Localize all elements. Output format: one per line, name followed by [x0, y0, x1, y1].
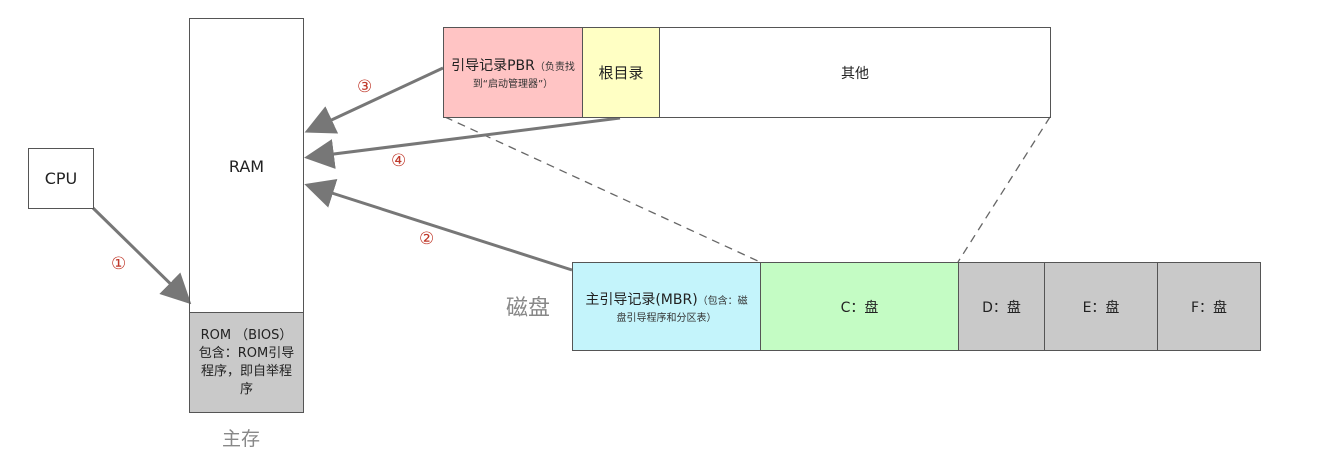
step-1-label: ① [111, 254, 127, 274]
step-4-label: ④ [391, 151, 407, 171]
ram-label: RAM [228, 157, 265, 176]
e-drive-block: E：盘 [1044, 262, 1158, 351]
d-drive-block: D：盘 [958, 262, 1045, 351]
c-drive-label: C：盘 [840, 299, 879, 316]
arrow-3 [304, 66, 444, 134]
pbr-note: （负责找到“启动管理器”） [472, 61, 575, 90]
f-drive-block: F：盘 [1157, 262, 1261, 351]
pbr-block: 引导记录PBR（负责找到“启动管理器”） [443, 27, 583, 118]
arrow-4 [304, 116, 621, 169]
cpu-label: CPU [44, 169, 78, 188]
c-drive-block: C：盘 [760, 262, 959, 351]
dashed-line-left [444, 116, 761, 263]
cpu-box: CPU [28, 148, 94, 209]
step-2-label: ② [419, 229, 435, 249]
root-dir-block: 根目录 [582, 27, 660, 118]
arrow-2 [304, 179, 573, 272]
f-drive-label: F：盘 [1190, 299, 1228, 316]
pbr-title: 引导记录PBR（负责找到“启动管理器”） [451, 57, 575, 90]
dashed-line-right [957, 116, 1051, 263]
disk-caption: 磁盘 [506, 296, 551, 321]
arrow-1 [91, 206, 192, 305]
mbr-note: （包含：磁盘引导程序和分区表） [616, 295, 748, 324]
memory-caption: 主存 [222, 428, 261, 450]
e-drive-label: E：盘 [1082, 299, 1120, 316]
rom-text: ROM （BIOS）包含：ROM引导程序，即自举程序 [198, 327, 295, 397]
step-3-label: ③ [357, 77, 373, 97]
d-drive-label: D：盘 [982, 299, 1021, 316]
other-block: 其他 [659, 27, 1051, 118]
rom-box: ROM （BIOS）包含：ROM引导程序，即自举程序 [189, 312, 304, 413]
other-label: 其他 [841, 65, 869, 82]
mbr-block: 主引导记录(MBR)（包含：磁盘引导程序和分区表） [572, 262, 761, 351]
mbr-title: 主引导记录(MBR)（包含：磁盘引导程序和分区表） [585, 291, 748, 324]
root-dir-label: 根目录 [598, 64, 644, 82]
ram-box: RAM [189, 18, 304, 313]
